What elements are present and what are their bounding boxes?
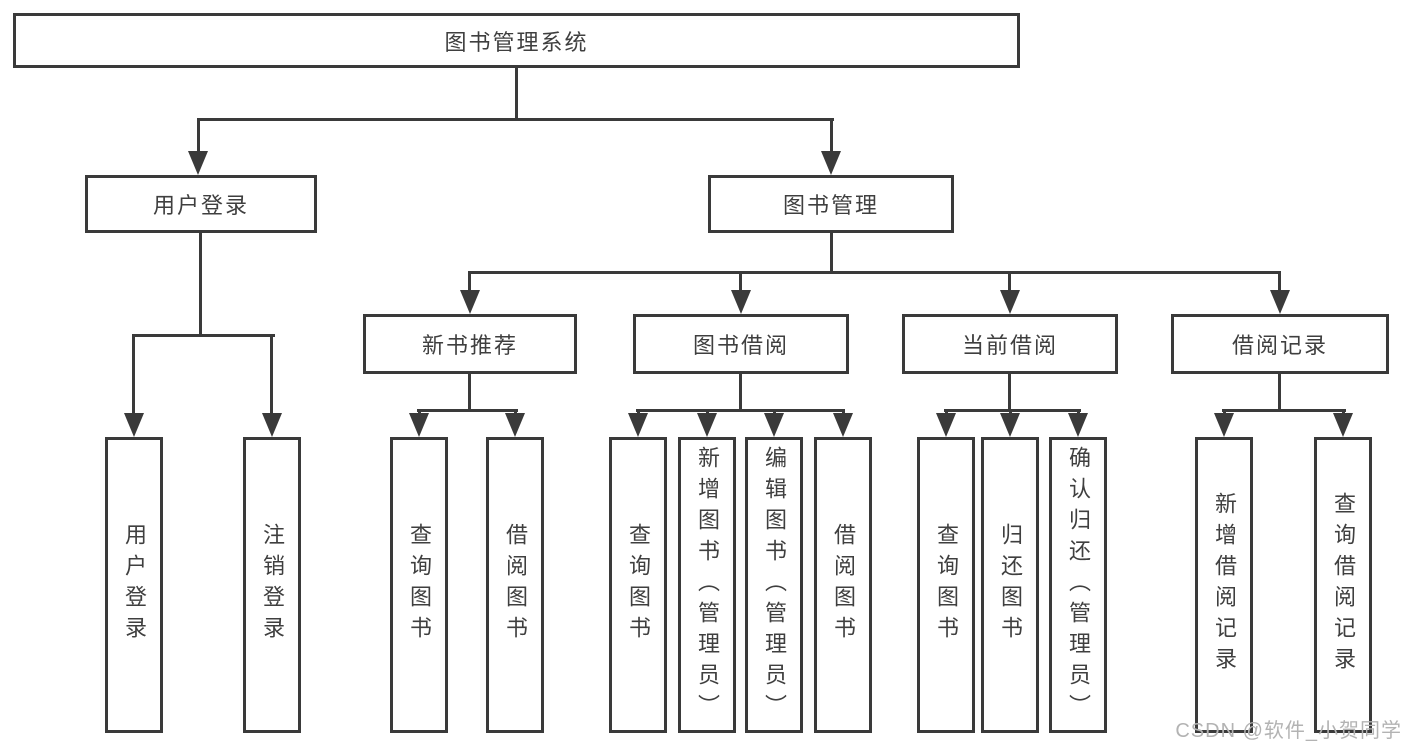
connector-line (417, 409, 518, 412)
node-label: 编辑图书（管理员） (762, 445, 787, 725)
arrowhead-icon (936, 413, 956, 437)
node-book-management: 图书管理 (708, 175, 954, 233)
leaf-edit-book-admin: 编辑图书（管理员） (745, 437, 803, 733)
arrowhead-icon (1214, 413, 1234, 437)
node-current-borrow: 当前借阅 (902, 314, 1118, 374)
arrowhead-icon (124, 413, 144, 437)
node-label: 新增借阅记录 (1212, 492, 1237, 678)
leaf-return-book: 归还图书 (981, 437, 1039, 733)
connector-line (199, 233, 202, 337)
arrowhead-icon (409, 413, 429, 437)
connector-line (132, 334, 135, 414)
arrowhead-icon (628, 413, 648, 437)
leaf-borrow-books-recommend: 借阅图书 (486, 437, 544, 733)
leaf-add-book-admin: 新增图书（管理员） (678, 437, 736, 733)
leaf-logout: 注销登录 (243, 437, 301, 733)
node-label: 查询图书 (934, 523, 959, 647)
arrowhead-icon (505, 413, 525, 437)
arrowhead-icon (262, 413, 282, 437)
connector-line (468, 271, 1281, 274)
node-label: 确认归还（管理员） (1066, 445, 1091, 725)
leaf-query-books-borrow: 查询图书 (609, 437, 667, 733)
connector-line (830, 233, 833, 274)
node-label: 新增图书（管理员） (695, 445, 720, 725)
arrowhead-icon (764, 413, 784, 437)
connector-line (739, 271, 742, 293)
arrowhead-icon (188, 151, 208, 175)
node-label: 归还图书 (998, 523, 1023, 647)
connector-line (197, 118, 834, 121)
leaf-add-borrow-record: 新增借阅记录 (1195, 437, 1253, 733)
connector-line (830, 118, 833, 152)
arrowhead-icon (1068, 413, 1088, 437)
arrowhead-icon (1333, 413, 1353, 437)
connector-line (944, 409, 1081, 412)
node-label: 查询图书 (407, 523, 432, 647)
arrowhead-icon (821, 151, 841, 175)
leaf-user-login: 用户登录 (105, 437, 163, 733)
node-user-login: 用户登录 (85, 175, 317, 233)
connector-line (636, 409, 845, 412)
connector-line (515, 68, 518, 120)
connector-line (1222, 409, 1346, 412)
leaf-query-borrow-record: 查询借阅记录 (1314, 437, 1372, 733)
node-new-book-recommend: 新书推荐 (363, 314, 577, 374)
connector-line (1008, 271, 1011, 293)
node-label: 查询图书 (626, 523, 651, 647)
node-label: 查询借阅记录 (1331, 492, 1356, 678)
arrowhead-icon (1000, 413, 1020, 437)
arrowhead-icon (1270, 290, 1290, 314)
node-borrow-records: 借阅记录 (1171, 314, 1389, 374)
connector-line (1008, 374, 1011, 412)
connector-line (1278, 271, 1281, 293)
csdn-watermark: CSDN @软件_小贺同学 (1175, 720, 1402, 742)
node-label: 借阅图书 (831, 523, 856, 647)
node-library-management-system: 图书管理系统 (13, 13, 1020, 68)
node-label: 借阅图书 (503, 523, 528, 647)
leaf-query-books-current: 查询图书 (917, 437, 975, 733)
connector-line (468, 374, 471, 412)
arrowhead-icon (731, 290, 751, 314)
leaf-confirm-return-admin: 确认归还（管理员） (1049, 437, 1107, 733)
leaf-query-books-recommend: 查询图书 (390, 437, 448, 733)
node-book-borrow: 图书借阅 (633, 314, 849, 374)
node-label: 用户登录 (122, 523, 147, 647)
arrowhead-icon (1000, 290, 1020, 314)
connector-line (468, 271, 471, 293)
leaf-borrow-books: 借阅图书 (814, 437, 872, 733)
node-label: 注销登录 (260, 523, 285, 647)
arrowhead-icon (833, 413, 853, 437)
connector-line (270, 334, 273, 414)
connector-line (132, 334, 275, 337)
arrowhead-icon (460, 290, 480, 314)
connector-line (739, 374, 742, 412)
connector-line (1278, 374, 1281, 412)
arrowhead-icon (697, 413, 717, 437)
connector-line (197, 118, 200, 152)
